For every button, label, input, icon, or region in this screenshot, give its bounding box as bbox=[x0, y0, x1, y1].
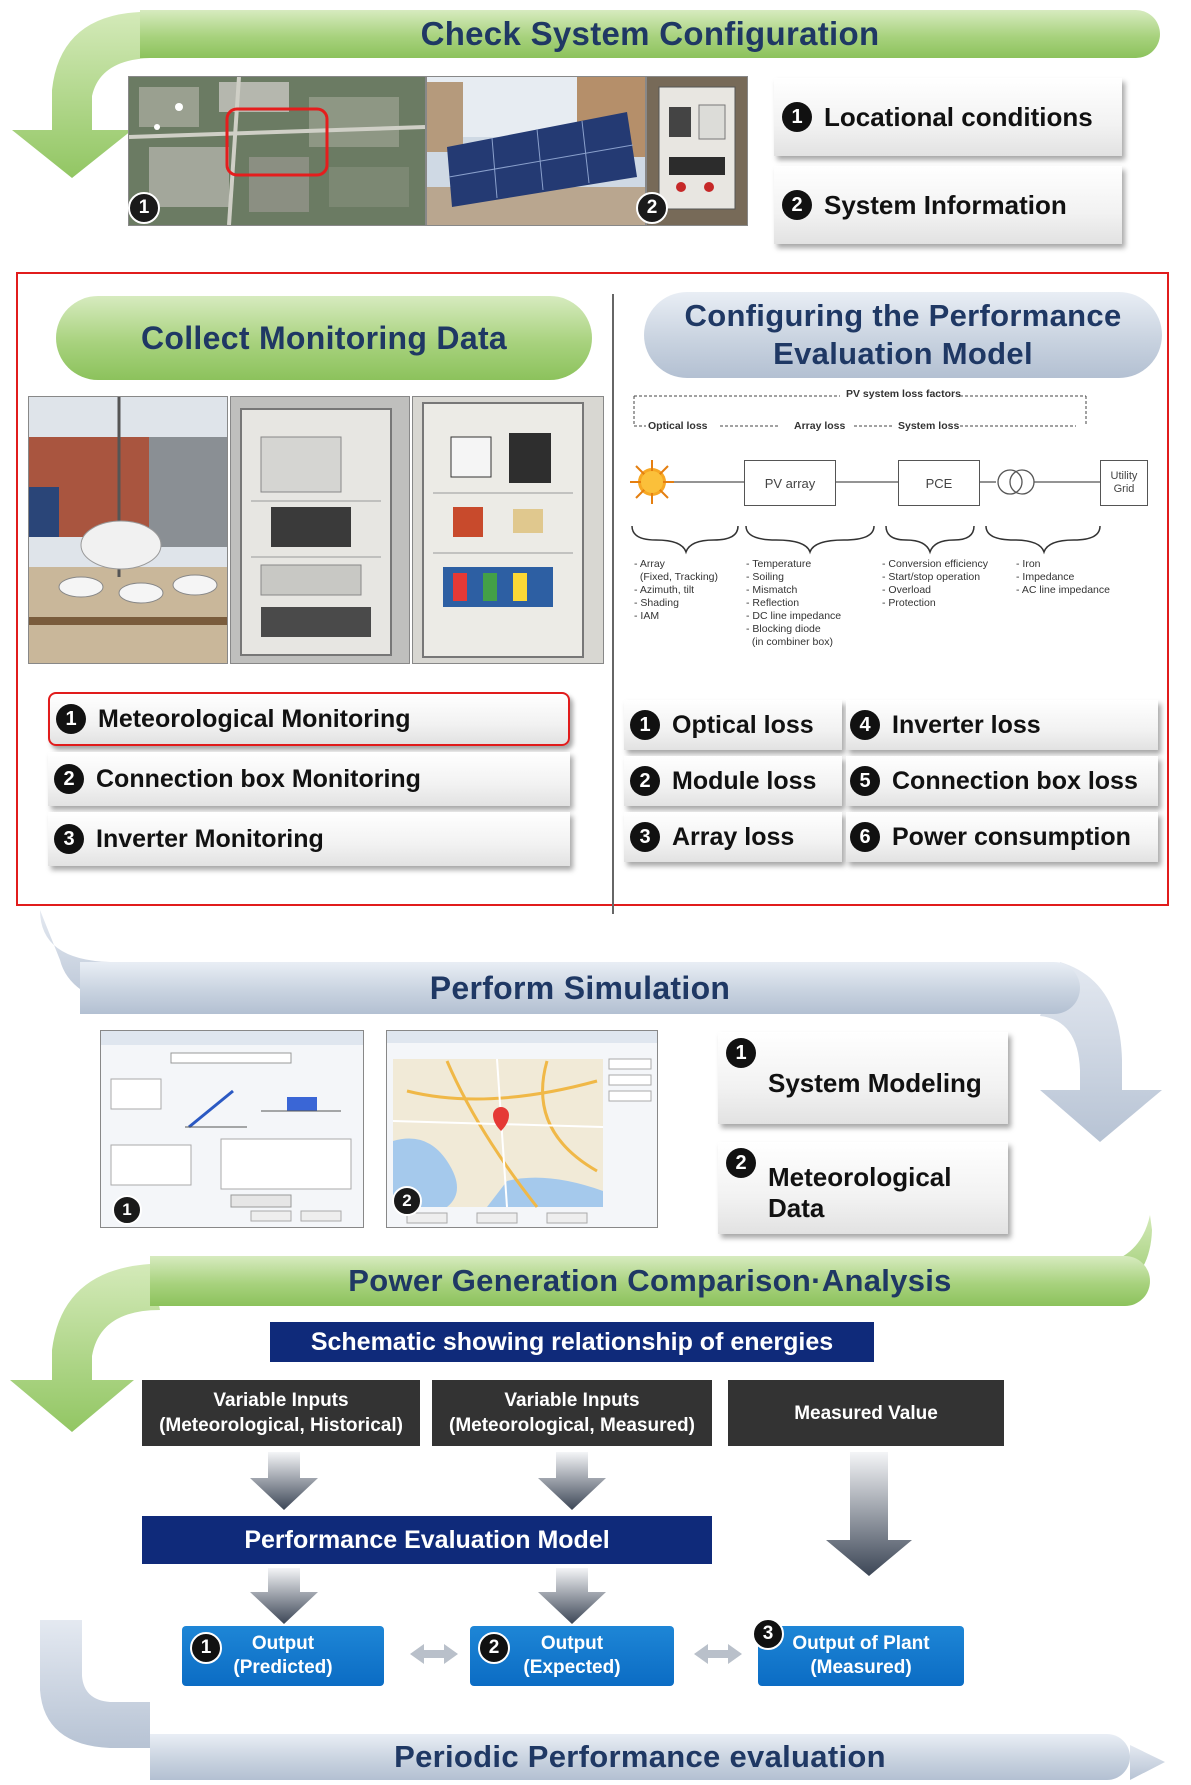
banner-line-1: Configuring the Performance bbox=[684, 298, 1122, 333]
utility-grid-box: Utility Grid bbox=[1100, 460, 1148, 506]
arrow-check-left bbox=[12, 12, 150, 178]
item-label: Module loss bbox=[672, 766, 817, 795]
schematic-title: Schematic showing relationship of energi… bbox=[270, 1322, 874, 1362]
banner-power-generation-comparison: Power Generation Comparison·Analysis bbox=[150, 1256, 1150, 1306]
screenshot-badge-1: 1 bbox=[112, 1195, 142, 1225]
pv-array-box: PV array bbox=[744, 460, 836, 506]
item-label: System Information bbox=[824, 189, 1067, 220]
photo-badge-2: 2 bbox=[636, 192, 668, 224]
loss-item-optical: 1 Optical loss bbox=[624, 700, 842, 750]
down-arrow-3 bbox=[250, 1568, 318, 1624]
monitoring-model-frame bbox=[16, 272, 1169, 906]
output-number: 2 bbox=[478, 1632, 510, 1664]
loss-item-inverter: 4 Inverter loss bbox=[846, 700, 1158, 750]
satellite-map-photo bbox=[128, 76, 426, 226]
banner-configuring-model: Configuring the Performance Evaluation M… bbox=[644, 292, 1162, 378]
loss-item-connection-box: 5 Connection box loss bbox=[846, 756, 1158, 806]
item-number: 2 bbox=[630, 766, 660, 796]
double-arrow-1 bbox=[410, 1644, 458, 1664]
item-label: Connection box loss bbox=[892, 766, 1138, 795]
measured-value-box: Measured Value bbox=[728, 1380, 1004, 1446]
output-number: 1 bbox=[190, 1632, 222, 1664]
output-label: Output (Predicted) bbox=[233, 1633, 333, 1678]
loss-diagram-title: PV system loss factors bbox=[846, 388, 961, 400]
input-historical-box: Variable Inputs (Meteorological, Histori… bbox=[142, 1380, 420, 1446]
monitoring-item-meteorological: 1 Meteorological Monitoring bbox=[48, 692, 570, 746]
item-label: Inverter loss bbox=[892, 710, 1041, 739]
simulation-screenshot-system-modeling bbox=[100, 1030, 364, 1228]
performance-evaluation-model-box: Performance Evaluation Model bbox=[142, 1516, 712, 1564]
output-label: Output (Expected) bbox=[523, 1633, 621, 1678]
item-number: 2 bbox=[726, 1148, 756, 1178]
weather-station-photo bbox=[28, 396, 228, 664]
loss-label-optical: Optical loss bbox=[648, 420, 708, 432]
arrow-compare-left bbox=[10, 1264, 160, 1432]
banner-check-system-configuration: Check System Configuration bbox=[140, 10, 1160, 58]
loss-col-transformer: - Iron - Impedance - AC line impedance bbox=[1016, 558, 1110, 596]
item-number: 1 bbox=[630, 710, 660, 740]
loss-col-system: - Conversion efficiency - Start/stop ope… bbox=[882, 558, 989, 609]
item-label: Locational conditions bbox=[824, 101, 1093, 132]
item-number: 2 bbox=[54, 764, 84, 794]
output-label: Output of Plant (Measured) bbox=[792, 1633, 930, 1678]
output-predicted-box: 1 Output (Predicted) bbox=[182, 1626, 384, 1686]
item-label: Power consumption bbox=[892, 822, 1131, 851]
inverter-cabinet-photo bbox=[412, 396, 604, 664]
pce-box: PCE bbox=[898, 460, 980, 506]
item-number: 5 bbox=[850, 766, 880, 796]
item-number: 6 bbox=[850, 822, 880, 852]
loss-label-system: System loss bbox=[898, 420, 960, 432]
loss-label-array: Array loss bbox=[794, 420, 846, 432]
sun-icon bbox=[630, 460, 674, 504]
item-label: Optical loss bbox=[672, 710, 814, 739]
down-arrow-measured bbox=[826, 1452, 912, 1576]
monitoring-item-connection-box: 2 Connection box Monitoring bbox=[48, 752, 570, 806]
item-number: 3 bbox=[630, 822, 660, 852]
double-arrow-2 bbox=[694, 1644, 742, 1664]
check-item-system-information: 2 System Information bbox=[774, 166, 1122, 244]
loss-item-array: 3 Array loss bbox=[624, 812, 842, 862]
check-item-locational: 1 Locational conditions bbox=[774, 78, 1122, 156]
banner-collect-monitoring-data: Collect Monitoring Data bbox=[56, 296, 592, 380]
loss-factor-diagram: PV system loss factors bbox=[630, 384, 1150, 674]
simulation-screenshot-map bbox=[386, 1030, 658, 1228]
down-arrow-1 bbox=[250, 1452, 318, 1510]
photo-badge-1: 1 bbox=[128, 192, 160, 224]
simulation-item-system-modeling: 1 System Modeling bbox=[718, 1032, 1008, 1124]
banner-periodic-performance-evaluation: Periodic Performance evaluation bbox=[150, 1734, 1130, 1780]
connection-box-cabinet-photo bbox=[230, 396, 410, 664]
item-label: Meteorological Data bbox=[768, 1162, 952, 1223]
down-arrow-4 bbox=[538, 1568, 606, 1624]
arrow-periodic-left bbox=[40, 1620, 150, 1748]
item-label: Array loss bbox=[672, 822, 795, 851]
frame-divider bbox=[612, 294, 614, 914]
item-number: 3 bbox=[54, 824, 84, 854]
monitoring-item-inverter: 3 Inverter Monitoring bbox=[48, 812, 570, 866]
output-plant-measured-box: 3 Output of Plant (Measured) bbox=[752, 1618, 964, 1686]
item-label: Connection box Monitoring bbox=[96, 764, 421, 793]
loss-col-array: - Temperature - Soiling - Mismatch - Ref… bbox=[746, 558, 842, 648]
item-number: 1 bbox=[782, 102, 812, 132]
simulation-item-meteorological-data: 2 Meteorological Data bbox=[718, 1142, 1008, 1234]
item-number: 2 bbox=[782, 190, 812, 220]
item-label: Inverter Monitoring bbox=[96, 824, 324, 853]
output-expected-box: 2 Output (Expected) bbox=[470, 1626, 674, 1686]
output-number: 3 bbox=[752, 1618, 784, 1650]
item-label: Meteorological Monitoring bbox=[98, 704, 411, 733]
solar-panel-photo bbox=[426, 76, 646, 226]
banner-line-2: Evaluation Model bbox=[773, 336, 1033, 371]
down-arrow-2 bbox=[538, 1452, 606, 1510]
loss-item-power-consumption: 6 Power consumption bbox=[846, 812, 1158, 862]
item-label: System Modeling bbox=[768, 1068, 982, 1098]
item-number: 1 bbox=[56, 704, 86, 734]
screenshot-badge-2: 2 bbox=[392, 1186, 422, 1216]
banner-perform-simulation: Perform Simulation bbox=[80, 962, 1080, 1014]
loss-item-module: 2 Module loss bbox=[624, 756, 842, 806]
item-number: 1 bbox=[726, 1038, 756, 1068]
item-number: 4 bbox=[850, 710, 880, 740]
input-measured-box: Variable Inputs (Meteorological, Measure… bbox=[432, 1380, 712, 1446]
arrow-periodic-right bbox=[1130, 1745, 1165, 1780]
loss-col-optical: - Array (Fixed, Tracking) - Azimuth, til… bbox=[634, 558, 719, 622]
